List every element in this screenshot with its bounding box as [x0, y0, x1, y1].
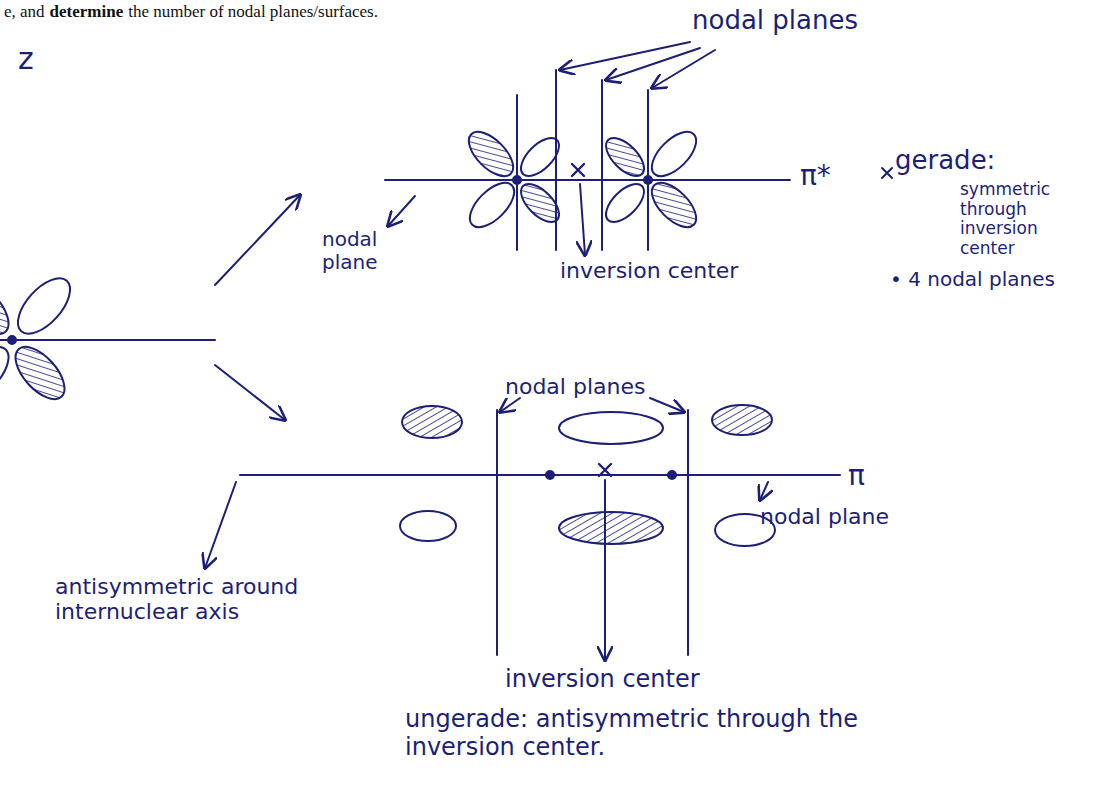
annotation: nodal plane: [322, 228, 392, 274]
pi-orbital: [205, 398, 840, 660]
arrow: [215, 195, 300, 285]
orbital-lobe-shaded: [402, 406, 462, 438]
annotation: inversion center: [505, 666, 725, 694]
orbital-lobe: [462, 175, 521, 234]
annotation: inversion center: [560, 258, 750, 283]
star-mark: [882, 168, 892, 178]
nucleus-dot: [546, 471, 554, 479]
orbital-lobe-shaded: [515, 178, 566, 229]
leader-arrow: [388, 196, 415, 226]
leader-arrow: [606, 48, 700, 80]
leader-arrow: [652, 50, 715, 88]
nodal-plane-line: [516, 95, 518, 250]
internuclear-axis: [385, 179, 790, 181]
annotation: symmetric through inversion center: [960, 180, 1080, 258]
annotation: antisymmetric around internuclear axis: [55, 574, 355, 625]
nodal-plane-line: [687, 410, 689, 655]
inversion-center-mark: [572, 164, 584, 176]
orbital-lobe: [9, 269, 80, 342]
orbital-lobe-shaded: [712, 405, 772, 435]
orbital-lobe: [0, 339, 17, 408]
instruction-text: the number of nodal planes/surfaces.: [128, 2, 378, 22]
source-orbital: [0, 269, 215, 407]
annotation: nodal planes: [505, 374, 685, 399]
orbital-lobe-shaded: [7, 339, 74, 408]
leader-arrow: [760, 482, 768, 500]
nodal-plane-line: [496, 410, 498, 655]
orbital-lobe: [400, 511, 456, 541]
leader-arrow: [205, 482, 236, 568]
instruction-text: e, and: [4, 2, 45, 22]
orbital-lobe-shaded: [559, 512, 663, 544]
orbital-lobe: [559, 412, 663, 444]
orbital-symbol: π*: [800, 160, 850, 192]
orbital-lobe-shaded: [0, 274, 17, 343]
annotation: ungerade: antisymmetric through the inve…: [405, 706, 885, 761]
nucleus-dot: [513, 176, 521, 184]
pi-star-orbital: [385, 42, 892, 255]
leader-arrow: [650, 398, 684, 412]
leader-arrow: [500, 398, 520, 412]
nucleus-dot: [644, 176, 652, 184]
orbital-lobe: [600, 178, 651, 229]
arrow: [215, 365, 285, 420]
nodal-plane-line: [555, 70, 557, 250]
orbital-lobe: [515, 132, 566, 183]
axis-label: z: [18, 42, 58, 77]
nucleus-dot: [8, 336, 16, 344]
leader-arrow: [580, 184, 585, 255]
annotation: • 4 nodal planes: [890, 268, 1090, 291]
instruction-text: determine: [50, 2, 124, 22]
orbital-lobe-shaded: [600, 132, 651, 183]
orbital-symbol: π: [848, 460, 888, 492]
orbital-lobe-shaded: [461, 124, 520, 183]
orbital-lobe: [644, 124, 703, 183]
internuclear-axis: [240, 474, 840, 476]
annotation: nodal plane: [760, 504, 920, 529]
annotation: nodal planes: [692, 6, 912, 36]
orbital-lobe-shaded: [644, 175, 703, 234]
inversion-center-mark: [599, 464, 611, 476]
nucleus-dot: [668, 471, 676, 479]
nodal-plane-line: [647, 90, 649, 250]
internuclear-axis: [0, 339, 215, 341]
annotation: gerade:: [895, 146, 1015, 176]
nodal-plane-line: [601, 80, 603, 250]
leader-arrow: [560, 42, 690, 70]
leader-arrow: [604, 480, 606, 660]
